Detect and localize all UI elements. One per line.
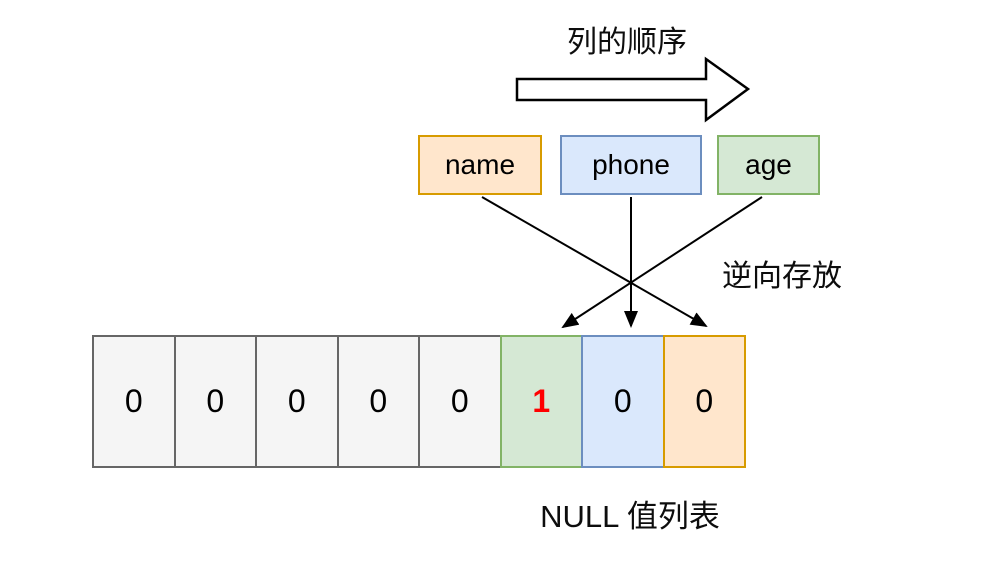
- null-bit-cell-name: 0: [662, 335, 746, 468]
- reverse-storage-label: 逆向存放: [722, 260, 842, 293]
- right-arrow-icon: [515, 56, 751, 123]
- null-bit-cell: 0: [418, 335, 502, 468]
- column-label-phone: phone: [592, 149, 670, 180]
- column-box-name: name: [418, 135, 542, 195]
- null-bit-cell-phone: 0: [581, 335, 665, 468]
- null-bit-cell: 0: [336, 335, 420, 468]
- null-list-label: NULL 值列表: [540, 499, 720, 534]
- column-order-label: 列的顺序: [567, 26, 687, 59]
- column-box-phone: phone: [560, 135, 702, 195]
- null-bit-cell: 0: [173, 335, 257, 468]
- null-bit-cell: 0: [92, 335, 176, 468]
- null-bit-cell: 0: [255, 335, 339, 468]
- null-list-row: 0 0 0 0 0 1 0 0: [92, 335, 746, 468]
- arrow-name-to-last-cell: [481, 196, 708, 327]
- null-bit-cell-age: 1: [499, 335, 583, 468]
- column-label-age: age: [745, 149, 792, 180]
- column-label-name: name: [444, 149, 516, 180]
- column-box-age: age: [717, 135, 820, 195]
